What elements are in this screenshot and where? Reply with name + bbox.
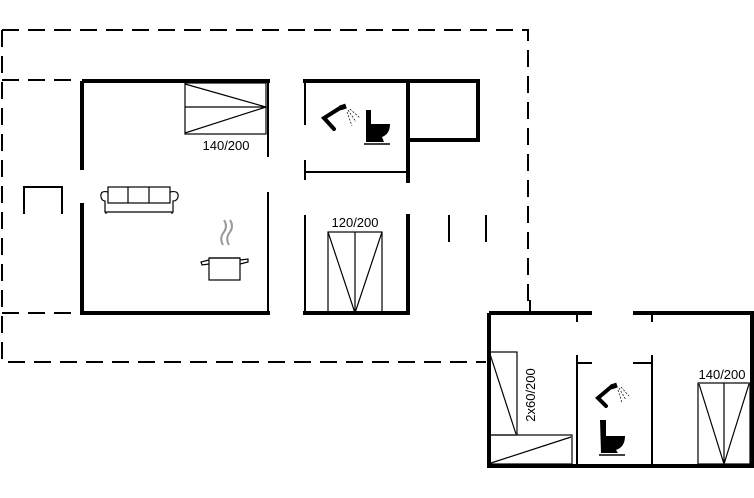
main-bed-label: 140/200 xyxy=(203,138,250,153)
bed-icon xyxy=(697,382,751,467)
toilet-icon xyxy=(599,420,625,456)
bed-icon xyxy=(327,231,383,315)
bunk-bed-icon xyxy=(489,351,573,465)
bed-icon xyxy=(184,82,269,135)
entrance-step xyxy=(23,186,63,214)
door-marks xyxy=(448,215,487,242)
annex-bunk-label: 2x60/200 xyxy=(523,368,538,422)
shower-icon xyxy=(320,103,361,131)
shower-icon xyxy=(595,382,630,408)
cooking-pot-icon xyxy=(200,219,249,281)
bathroom xyxy=(303,79,480,183)
sofa-icon xyxy=(100,186,179,214)
living-room xyxy=(80,79,270,315)
toilet-icon xyxy=(364,110,390,145)
hall-bed-label: 120/200 xyxy=(332,215,379,230)
terrace-outline xyxy=(1,29,529,363)
annex-bed-label: 140/200 xyxy=(699,367,746,382)
annex-building xyxy=(487,300,754,468)
